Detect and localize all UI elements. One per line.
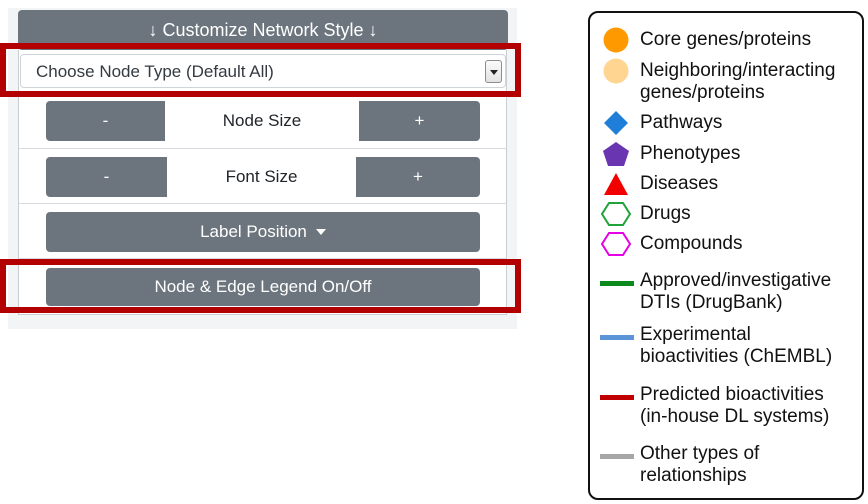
customize-network-style-button[interactable]: ↓ Customize Network Style ↓: [18, 10, 508, 50]
node-size-decrease-button[interactable]: -: [46, 101, 165, 141]
divider: [19, 258, 506, 259]
caret-down-icon: [315, 229, 326, 235]
pentagon-icon: [603, 142, 629, 166]
diamond-icon: [604, 111, 628, 135]
legend-toggle-button[interactable]: Node & Edge Legend On/Off: [46, 268, 480, 306]
green-hexagon-icon: [600, 202, 632, 226]
chevron-down-icon[interactable]: [485, 60, 502, 83]
triangle-icon: [604, 173, 628, 195]
node-type-select-value: Choose Node Type (Default All): [36, 62, 274, 81]
orange-circle-icon: [603, 27, 629, 53]
grey-line-icon: [600, 454, 634, 459]
divider: [19, 148, 506, 149]
font-size-label: Font Size: [225, 167, 298, 186]
divider: [19, 203, 506, 204]
font-size-decrease-button[interactable]: -: [46, 157, 167, 197]
light-orange-circle-icon: [603, 58, 629, 84]
blue-line-icon: [600, 335, 634, 340]
node-size-increase-button[interactable]: +: [359, 101, 480, 141]
font-size-increase-button[interactable]: +: [356, 157, 480, 197]
red-line-icon: [600, 395, 634, 400]
label-position-dropdown[interactable]: Label Position: [46, 212, 480, 252]
node-size-label: Node Size: [222, 111, 302, 130]
divider: [19, 92, 506, 93]
magenta-hexagon-icon: [600, 232, 632, 256]
node-type-select[interactable]: Choose Node Type (Default All): [20, 54, 506, 88]
label-position-label: Label Position: [200, 222, 307, 241]
green-line-icon: [600, 281, 634, 286]
node-edge-legend: Core genes/proteins Neighboring/interact…: [588, 11, 864, 500]
